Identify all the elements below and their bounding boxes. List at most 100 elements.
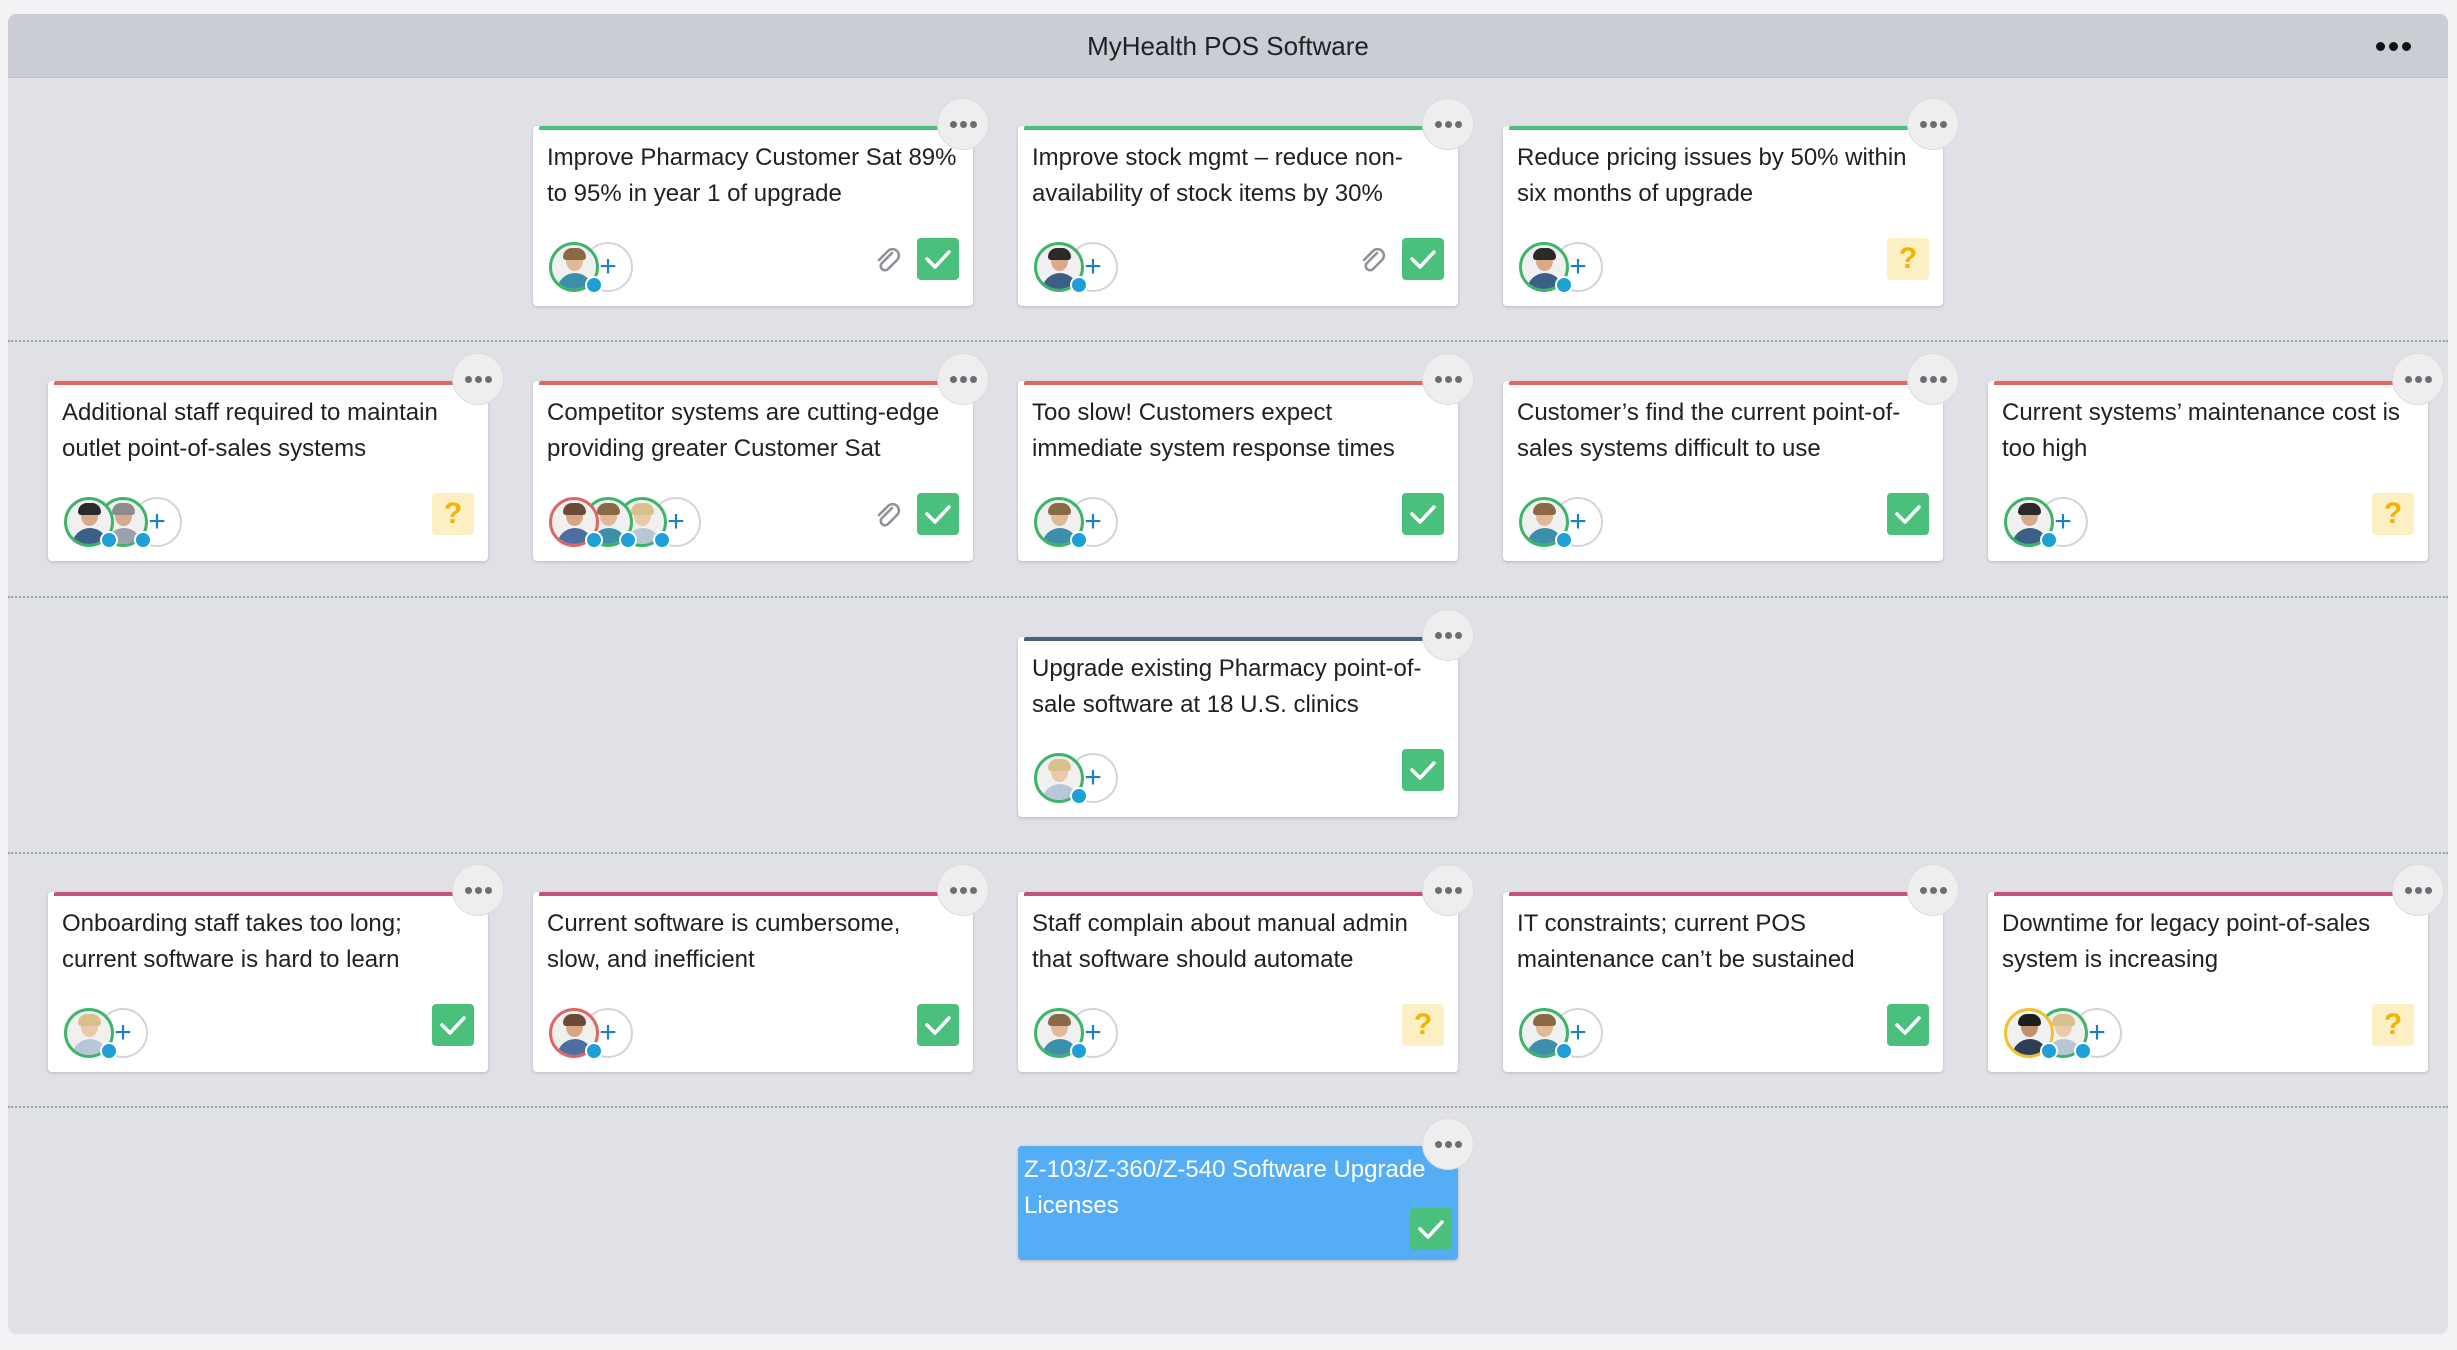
card-problem[interactable]: Current systems’ maintenance cost is too… — [1988, 353, 2444, 561]
check-icon[interactable] — [1410, 1208, 1452, 1250]
card-more-button[interactable] — [2392, 864, 2444, 916]
check-icon[interactable] — [917, 238, 959, 280]
plus-icon: + — [114, 1016, 132, 1049]
card-assignees: + — [2004, 497, 2088, 549]
user-badge-icon — [2040, 1042, 2058, 1060]
card-assignees: + — [1034, 753, 1118, 805]
plus-icon: + — [1084, 1016, 1102, 1049]
avatar[interactable] — [549, 242, 603, 294]
question-icon[interactable]: ? — [1887, 238, 1929, 280]
avatar[interactable] — [2004, 497, 2058, 549]
card-title: Downtime for legacy point-of-sales syste… — [2002, 910, 2371, 973]
card-title: Upgrade existing Pharmacy point-of-sale … — [1032, 655, 1422, 718]
question-icon[interactable]: ? — [2372, 493, 2414, 535]
card-problem[interactable]: Customer’s find the current point-of-sal… — [1503, 353, 1959, 561]
card-goal[interactable]: Improve Pharmacy Customer Sat 89% to 95%… — [533, 98, 989, 306]
avatar[interactable] — [549, 497, 603, 549]
user-badge-icon — [1070, 787, 1088, 805]
avatar[interactable] — [1519, 497, 1573, 549]
card-more-button[interactable] — [1422, 864, 1474, 916]
card-more-button[interactable] — [937, 864, 989, 916]
card-goal[interactable]: Reduce pricing issues by 50% within six … — [1503, 98, 1959, 306]
avatar[interactable] — [64, 1008, 118, 1060]
board-header: MyHealth POS Software — [8, 14, 2448, 78]
avatar[interactable] — [1519, 1008, 1573, 1060]
card-more-button[interactable] — [1907, 864, 1959, 916]
card-problem[interactable]: Too slow! Customers expect immediate sys… — [1018, 353, 1474, 561]
user-badge-icon — [1555, 276, 1573, 294]
card-problem[interactable]: Competitor systems are cutting-edge prov… — [533, 353, 989, 561]
check-icon[interactable] — [1887, 493, 1929, 535]
card-accent-bar — [1994, 892, 2398, 896]
card-accent-bar — [1509, 126, 1913, 130]
card-accent-bar — [54, 381, 458, 385]
card-more-button[interactable] — [1907, 353, 1959, 405]
card-cause[interactable]: Staff complain about manual admin that s… — [1018, 864, 1474, 1072]
avatar[interactable] — [1034, 753, 1088, 805]
user-badge-icon — [1070, 276, 1088, 294]
check-icon[interactable] — [917, 493, 959, 535]
card-title: Improve Pharmacy Customer Sat 89% to 95%… — [547, 144, 957, 207]
card-accent-bar — [1994, 381, 2398, 385]
card-title: Too slow! Customers expect immediate sys… — [1032, 399, 1395, 462]
card-assignees: + — [549, 1008, 633, 1060]
avatar[interactable] — [1034, 242, 1088, 294]
question-icon[interactable]: ? — [1402, 1004, 1444, 1046]
board-title: MyHealth POS Software — [1087, 31, 1369, 61]
avatar[interactable] — [2004, 1008, 2058, 1060]
status-label: ? — [443, 497, 463, 530]
card-cause[interactable]: Downtime for legacy point-of-sales syste… — [1988, 864, 2444, 1072]
card-more-button[interactable] — [1422, 98, 1474, 150]
card-assignees: + — [549, 242, 633, 294]
card-problem[interactable]: Additional staff required to maintain ou… — [48, 353, 504, 561]
paperclip-icon[interactable] — [871, 499, 905, 533]
check-icon[interactable] — [1402, 238, 1444, 280]
card-assignees: + — [1034, 497, 1118, 549]
card-more-button[interactable] — [1422, 353, 1474, 405]
card-accent-bar — [539, 381, 943, 385]
card-more-button[interactable] — [2392, 353, 2444, 405]
question-icon[interactable]: ? — [2372, 1004, 2414, 1046]
check-icon[interactable] — [1402, 493, 1444, 535]
card-cause[interactable]: IT constraints; current POS maintenance … — [1503, 864, 1959, 1072]
card-cause[interactable]: Onboarding staff takes too long; current… — [48, 864, 504, 1072]
card-more-button[interactable] — [452, 353, 504, 405]
paperclip-icon[interactable] — [1356, 244, 1390, 278]
plus-icon: + — [148, 505, 166, 538]
board-menu-button[interactable] — [2368, 32, 2418, 60]
card-cause[interactable]: Current software is cumbersome, slow, an… — [533, 864, 989, 1072]
check-icon[interactable] — [432, 1004, 474, 1046]
plus-icon: + — [2054, 505, 2072, 538]
avatar[interactable] — [1034, 497, 1088, 549]
check-icon[interactable] — [917, 1004, 959, 1046]
card-product[interactable]: Z-103/Z-360/Z-540 Software Upgrade Licen… — [1018, 1118, 1474, 1260]
plus-icon: + — [1084, 250, 1102, 283]
avatar[interactable] — [1034, 1008, 1088, 1060]
avatar[interactable] — [1519, 242, 1573, 294]
avatar[interactable] — [549, 1008, 603, 1060]
card-more-button[interactable] — [937, 353, 989, 405]
user-badge-icon — [653, 531, 671, 549]
card-goal[interactable]: Improve stock mgmt – reduce non-availabi… — [1018, 98, 1474, 306]
plus-icon: + — [1084, 505, 1102, 538]
card-more-button[interactable] — [937, 98, 989, 150]
check-icon[interactable] — [1887, 1004, 1929, 1046]
row-divider — [8, 340, 2448, 342]
row-divider — [8, 596, 2448, 598]
paperclip-icon[interactable] — [871, 244, 905, 278]
card-title: Additional staff required to maintain ou… — [62, 399, 438, 462]
question-icon[interactable]: ? — [432, 493, 474, 535]
card-accent-bar — [1509, 892, 1913, 896]
user-badge-icon — [619, 531, 637, 549]
card-more-button[interactable] — [1907, 98, 1959, 150]
user-badge-icon — [585, 531, 603, 549]
avatar[interactable] — [64, 497, 118, 549]
user-badge-icon — [1555, 1042, 1573, 1060]
plus-icon: + — [1084, 761, 1102, 794]
user-badge-icon — [2074, 1042, 2092, 1060]
card-project[interactable]: Upgrade existing Pharmacy point-of-sale … — [1018, 609, 1474, 817]
card-more-button[interactable] — [452, 864, 504, 916]
card-more-button[interactable] — [1422, 1118, 1474, 1170]
check-icon[interactable] — [1402, 749, 1444, 791]
card-more-button[interactable] — [1422, 609, 1474, 661]
